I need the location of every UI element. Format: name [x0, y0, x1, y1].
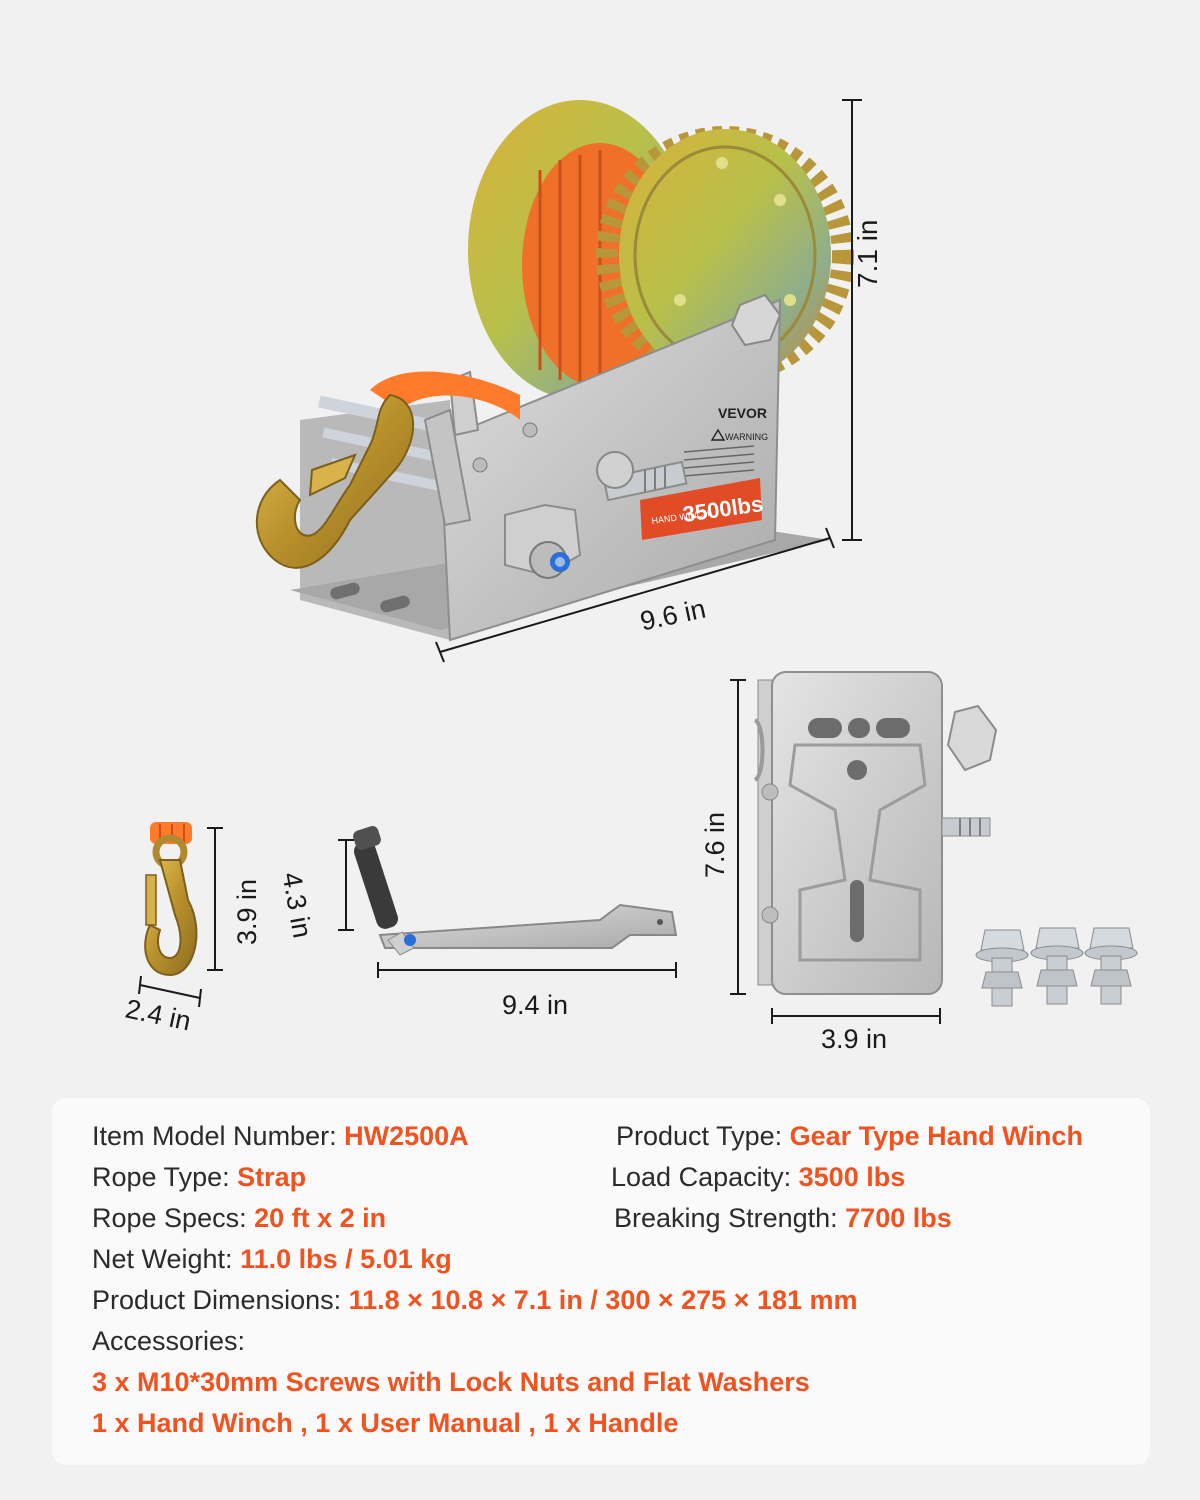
handle-height-dimension — [338, 839, 354, 931]
spec-net-weight: Net Weight: 11.0 lbs / 5.01 kg — [92, 1243, 452, 1275]
spec-value: 11.8 × 10.8 × 7.1 in / 300 × 275 × 181 m… — [348, 1285, 858, 1315]
spec-label: Rope Specs: — [92, 1203, 247, 1233]
spec-value: 20 ft x 2 in — [254, 1203, 387, 1233]
hook-height-dimension — [207, 827, 223, 971]
screw-set — [975, 927, 1138, 1007]
spec-value: Gear Type Hand Winch — [789, 1121, 1083, 1151]
winch-hook — [255, 393, 415, 569]
warning-text: WARNING — [725, 432, 768, 442]
winch-height-label: 7.1 in — [852, 219, 883, 289]
screw-1 — [975, 929, 1029, 1007]
spec-label: Rope Type: — [92, 1162, 230, 1192]
spec-model: Item Model Number: HW2500A — [92, 1120, 469, 1152]
spec-label: Product Dimensions: — [92, 1285, 342, 1315]
plate-height-dimension — [730, 679, 746, 995]
spec-label: Net Weight: — [92, 1244, 233, 1274]
spec-accessories-line-2: 1 x Hand Winch , 1 x User Manual , 1 x H… — [92, 1408, 679, 1438]
handle-length-dimension — [377, 962, 677, 978]
spec-breaking-strength: Breaking Strength: 7700 lbs — [614, 1202, 952, 1234]
spec-value: 7700 lbs — [845, 1203, 952, 1233]
spec-rope-specs: Rope Specs: 20 ft x 2 in — [92, 1202, 386, 1234]
warning-icon — [710, 428, 726, 441]
spec-label: Item Model Number: — [92, 1121, 337, 1151]
spec-product-type: Product Type: Gear Type Hand Winch — [616, 1120, 1083, 1152]
spec-label: Product Type: — [616, 1121, 783, 1151]
spec-accessories-label: Accessories: — [92, 1326, 246, 1356]
spec-value: 3500 lbs — [798, 1162, 906, 1192]
spec-accessories-line-1: 3 x M10*30mm Screws with Lock Nuts and F… — [92, 1367, 810, 1397]
spec-label: Breaking Strength: — [614, 1203, 838, 1233]
spec-rope-type: Rope Type: Strap — [92, 1161, 306, 1193]
gear-teeth — [596, 126, 854, 384]
plate-width-dimension — [771, 1008, 941, 1024]
crank-handle — [353, 826, 678, 956]
screw-2 — [1030, 927, 1084, 1005]
handle-grip — [353, 841, 399, 929]
spec-load-capacity: Load Capacity: 3500 lbs — [611, 1161, 905, 1193]
spec-value: HW2500A — [344, 1121, 469, 1151]
plate-height-label: 7.6 in — [700, 811, 730, 878]
spec-value: Strap — [237, 1162, 307, 1192]
spring — [753, 718, 765, 782]
top-bolt — [730, 293, 782, 347]
product-illustration-area: VEVOR WARNING HAND WINCH 3500lbs — [123, 99, 1138, 1054]
hand-winch: VEVOR WARNING HAND WINCH 3500lbs — [255, 100, 854, 642]
capacity-badge — [640, 478, 762, 540]
warning-decal: VEVOR WARNING HAND WINCH 3500lbs — [640, 405, 768, 540]
screw-3 — [1084, 927, 1138, 1005]
spec-label: Load Capacity: — [611, 1162, 792, 1192]
brand-logo: VEVOR — [718, 405, 767, 421]
strap — [370, 371, 520, 420]
spec-value: 11.0 lbs / 5.01 kg — [240, 1244, 452, 1274]
handle-length-label: 9.4 in — [502, 990, 569, 1020]
winch-height-dimension — [842, 99, 862, 541]
spec-product-dimensions: Product Dimensions: 11.8 × 10.8 × 7.1 in… — [92, 1284, 858, 1316]
plate-width-label: 3.9 in — [821, 1024, 888, 1054]
spec-card: Item Model Number: HW2500A Product Type:… — [52, 1098, 1150, 1465]
hook-height-label: 3.9 in — [232, 878, 262, 945]
product-drawing: VEVOR WARNING HAND WINCH 3500lbs — [138, 99, 1138, 1024]
hook-width-dimension — [138, 975, 202, 1008]
winch-side-view — [753, 671, 998, 995]
winch-length-dimension — [435, 527, 835, 663]
spare-hook — [144, 822, 198, 977]
